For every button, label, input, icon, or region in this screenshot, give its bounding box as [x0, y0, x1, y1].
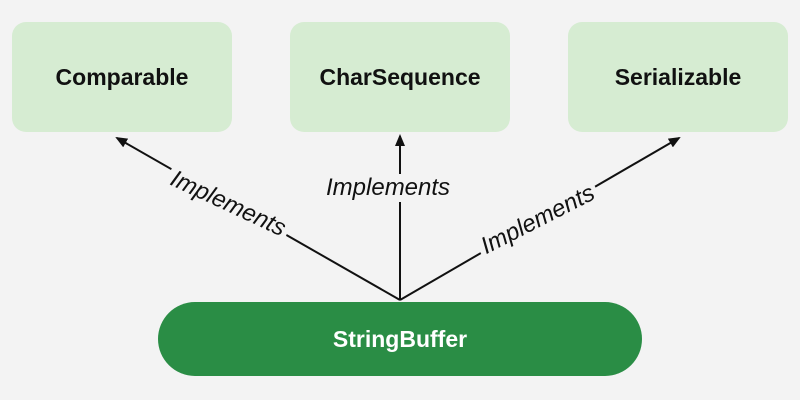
stringbuffer-node: StringBuffer — [158, 302, 642, 376]
stringbuffer-label: StringBuffer — [332, 325, 468, 352]
comparable-node: Comparable — [12, 22, 232, 132]
charsequence-node: CharSequence — [290, 22, 510, 132]
serializable-label: Serializable — [614, 63, 742, 90]
serializable-node: Serializable — [568, 22, 788, 132]
charsequence-label: CharSequence — [319, 63, 481, 90]
comparable-label: Comparable — [55, 63, 189, 90]
edge-label-charsequence: Implements — [322, 174, 455, 202]
